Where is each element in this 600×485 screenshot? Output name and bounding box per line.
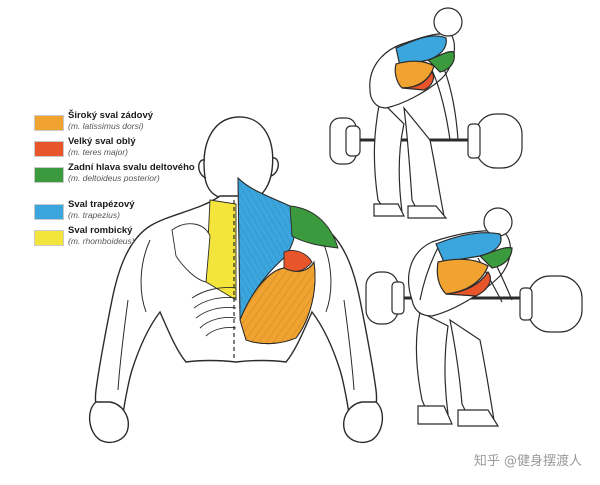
legend-latin: (m. teres major) bbox=[68, 147, 128, 157]
scapula bbox=[171, 223, 211, 283]
right-fist bbox=[343, 401, 383, 444]
legend-name: Zadní hlava svalu deltového bbox=[68, 162, 195, 173]
plate-right-top bbox=[475, 113, 523, 169]
legend-item-trapezius: Sval trapézový (m. trapezius) bbox=[34, 200, 204, 224]
legend-swatch bbox=[34, 167, 64, 183]
torso-right-muscles bbox=[237, 176, 339, 345]
head bbox=[203, 116, 274, 199]
legend-item-teres-major: Velký sval oblý (m. teres major) bbox=[34, 137, 204, 161]
legend-item-deltoid: Zadní hlava svalu deltového (m. deltoide… bbox=[34, 163, 204, 198]
legend-name: Široký sval zádový bbox=[68, 110, 154, 121]
torso-rear-view bbox=[89, 116, 383, 444]
figure-row-top bbox=[329, 7, 523, 219]
left-fist bbox=[89, 401, 129, 444]
legend-swatch bbox=[34, 115, 64, 131]
legend-latin: (m. deltoideus posterior) bbox=[68, 173, 160, 183]
legend-swatch bbox=[34, 230, 64, 246]
legend-latin: (m. trapezius) bbox=[68, 210, 120, 220]
legend-name: Sval rombický bbox=[68, 225, 133, 236]
legend-latin: (m. latissimus dorsi) bbox=[68, 121, 144, 131]
plate-right-bottom bbox=[527, 275, 583, 333]
rhomboid-left bbox=[205, 199, 237, 301]
deltoid-posterior-right bbox=[289, 205, 339, 249]
torso-outline bbox=[94, 195, 378, 431]
watermark: 知乎 @健身摆渡人 bbox=[473, 454, 582, 469]
figure-row-bottom bbox=[365, 207, 583, 427]
legend-item-rhomboid: Sval rombický (m. rhomboideus) bbox=[34, 226, 204, 250]
legend-latin: (m. rhomboideus) bbox=[68, 236, 135, 246]
muscle-legend: Široký sval zádový (m. latissimus dorsi)… bbox=[34, 111, 204, 252]
legend-name: Sval trapézový bbox=[68, 199, 135, 210]
legend-name: Velký sval oblý bbox=[68, 136, 136, 147]
legend-swatch bbox=[34, 204, 64, 220]
torso-left-anatomy bbox=[171, 199, 237, 360]
legend-item-latissimus: Široký sval zádový (m. latissimus dorsi) bbox=[34, 111, 204, 135]
legend-swatch bbox=[34, 141, 64, 157]
